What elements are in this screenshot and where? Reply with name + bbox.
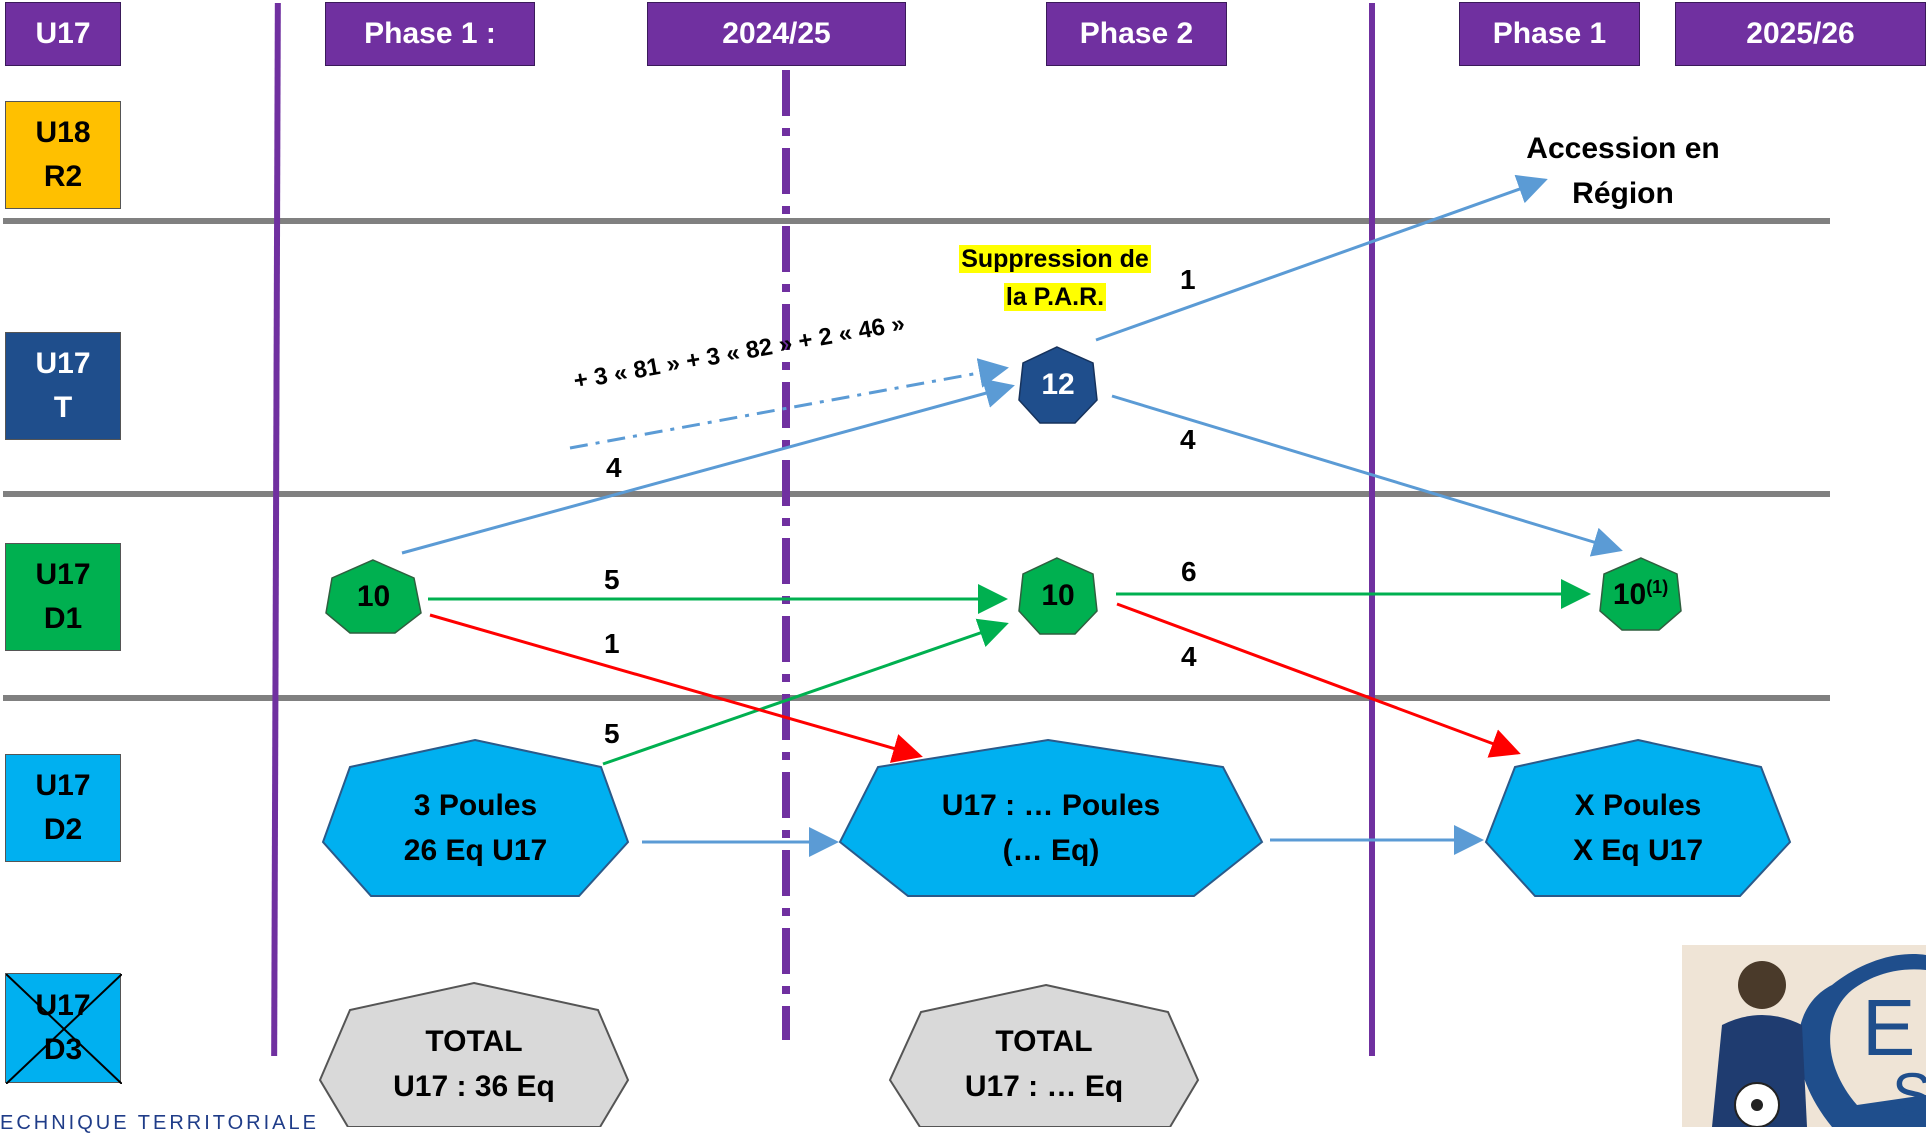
pool-phase1-d2-line1: 3 Poules bbox=[413, 789, 538, 822]
level-u17-d2-line1: U17 bbox=[35, 769, 91, 802]
total-phase1-line1: TOTAL bbox=[425, 1025, 523, 1058]
level-u17-t-line1: U17 bbox=[35, 347, 91, 380]
level-u17-d1: U17 D1 bbox=[5, 543, 121, 651]
logo-image: E S bbox=[1682, 945, 1926, 1127]
header-season-2025-label: 2025/26 bbox=[1746, 17, 1855, 50]
node-next-d1: 10(1) bbox=[1600, 558, 1681, 630]
header-phase1: Phase 1 : bbox=[325, 2, 535, 66]
total-phase2-line2: U17 : … Eq bbox=[964, 1070, 1124, 1103]
divider-season-end bbox=[1369, 3, 1375, 1056]
arrow-d1-down-phase1 bbox=[429, 613, 923, 763]
total-phase2: TOTAL U17 : … Eq bbox=[890, 1010, 1198, 1118]
pool-phase2-d2: U17 : … Poules (… Eq) bbox=[840, 760, 1262, 896]
suppression-line2: la P.A.R. bbox=[1003, 283, 1107, 311]
divider-phase-mid-dashed bbox=[782, 70, 790, 1040]
flow-d1-up-count: 4 bbox=[606, 452, 622, 483]
node-next-d1-shape bbox=[1599, 557, 1682, 631]
pool-next-d2-shape bbox=[1484, 738, 1792, 897]
cross-out-icon bbox=[6, 974, 122, 1084]
svg-text:E: E bbox=[1862, 983, 1915, 1072]
separator-t-d1 bbox=[3, 491, 1830, 497]
pool-phase1-d2-line2: 26 Eq U17 bbox=[403, 834, 548, 867]
total-phase1-shape bbox=[318, 981, 630, 1127]
flow-p2-d1-stay-count: 6 bbox=[1181, 556, 1197, 587]
node-phase2-t-shape bbox=[1018, 346, 1098, 424]
header-u17: U17 bbox=[5, 2, 121, 66]
pool-phase2-d2-line1: U17 : … Poules bbox=[941, 789, 1161, 822]
level-u17-t: U17 T bbox=[5, 332, 121, 440]
node-next-d1-footnote: (1) bbox=[1646, 576, 1669, 597]
logo-icon: E S bbox=[1682, 945, 1926, 1127]
pool-phase2-d2-line2: (… Eq) bbox=[1002, 834, 1100, 867]
arrow-d1-down-phase2 bbox=[1116, 602, 1521, 758]
flow-d2-up-count: 5 bbox=[604, 718, 620, 749]
total-phase2-line1: TOTAL bbox=[995, 1025, 1093, 1058]
pool-phase1-d2-shape bbox=[321, 738, 630, 897]
total-phase1: TOTAL U17 : 36 Eq bbox=[320, 1010, 628, 1118]
arrow-dashed-additions bbox=[569, 358, 1009, 450]
pool-next-d2: X Poules X Eq U17 bbox=[1486, 760, 1790, 896]
node-phase2-d1: 10 bbox=[1019, 558, 1097, 634]
total-phase2-shape bbox=[888, 983, 1200, 1127]
header-season-2024-label: 2024/25 bbox=[722, 17, 831, 50]
flow-d1-down-count: 1 bbox=[604, 628, 620, 659]
accession-line1: Accession en bbox=[1526, 132, 1720, 165]
pool-next-d2-line2: X Eq U17 bbox=[1572, 834, 1704, 867]
accession-label: Accession en Région bbox=[1498, 126, 1748, 216]
pool-phase2-d2-shape bbox=[838, 738, 1264, 897]
suppression-line1: Suppression de bbox=[959, 245, 1151, 273]
header-season-2025: 2025/26 bbox=[1675, 2, 1926, 66]
node-phase1-d1: 10 bbox=[326, 560, 421, 633]
level-u18-r2-line2: R2 bbox=[43, 160, 83, 193]
node-phase2-d1-shape bbox=[1018, 557, 1098, 635]
header-phase2-label: Phase 2 bbox=[1079, 17, 1194, 50]
header-next-phase1: Phase 1 bbox=[1459, 2, 1640, 66]
header-next-phase1-label: Phase 1 bbox=[1492, 17, 1607, 50]
arrow-t-down-to-d1 bbox=[1111, 394, 1623, 557]
svg-text:S: S bbox=[1892, 1061, 1926, 1127]
level-u17-d3-crossed: U17 D3 bbox=[5, 973, 122, 1084]
header-season-2024: 2024/25 bbox=[647, 2, 906, 66]
node-next-d1-value: 10 bbox=[1612, 577, 1647, 611]
separator-d1-d2 bbox=[3, 695, 1830, 701]
arrow-d1-up-to-t bbox=[401, 378, 1015, 555]
pool-phase1-d2: 3 Poules 26 Eq U17 bbox=[323, 760, 628, 896]
header-u17-label: U17 bbox=[35, 17, 91, 50]
node-phase2-t-value: 12 bbox=[1041, 368, 1075, 401]
level-u17-d1-line2: D1 bbox=[43, 602, 83, 635]
node-phase1-d1-value: 10 bbox=[356, 579, 391, 613]
accession-line2: Région bbox=[1572, 177, 1674, 210]
arrow-to-region bbox=[1095, 174, 1548, 342]
node-phase2-d1-value: 10 bbox=[1041, 579, 1075, 612]
header-phase1-label: Phase 1 : bbox=[364, 17, 496, 50]
level-u17-d3-line2: D3 bbox=[43, 1033, 83, 1066]
footer-text: ECHNIQUE TERRITORIALE bbox=[0, 1112, 319, 1134]
flow-d1-stay-count: 5 bbox=[604, 564, 620, 595]
total-phase1-line2: U17 : 36 Eq bbox=[393, 1070, 555, 1103]
flow-t-down-count: 4 bbox=[1180, 424, 1196, 455]
flow-p2-d1-down-count: 4 bbox=[1181, 641, 1197, 672]
level-u18-r2-line1: U18 bbox=[35, 116, 91, 149]
separator-r2-t bbox=[3, 218, 1830, 224]
level-u17-d1-line1: U17 bbox=[35, 558, 91, 591]
level-u17-t-line2: T bbox=[53, 391, 73, 424]
level-u17-d2: U17 D2 bbox=[5, 754, 121, 862]
suppression-label: Suppression de la P.A.R. bbox=[945, 240, 1165, 316]
flow-to-region-count: 1 bbox=[1180, 264, 1196, 295]
header-phase2: Phase 2 bbox=[1046, 2, 1227, 66]
node-phase1-d1-shape bbox=[325, 559, 422, 634]
level-u17-d2-line2: D2 bbox=[43, 813, 83, 846]
pool-next-d2-line1: X Poules bbox=[1574, 789, 1702, 822]
level-u18-r2: U18 R2 bbox=[5, 101, 121, 209]
arrow-d2-up-to-d1 bbox=[602, 618, 1009, 766]
level-u17-d3-line1: U17 bbox=[35, 989, 91, 1022]
node-phase2-t: 12 bbox=[1019, 347, 1097, 423]
